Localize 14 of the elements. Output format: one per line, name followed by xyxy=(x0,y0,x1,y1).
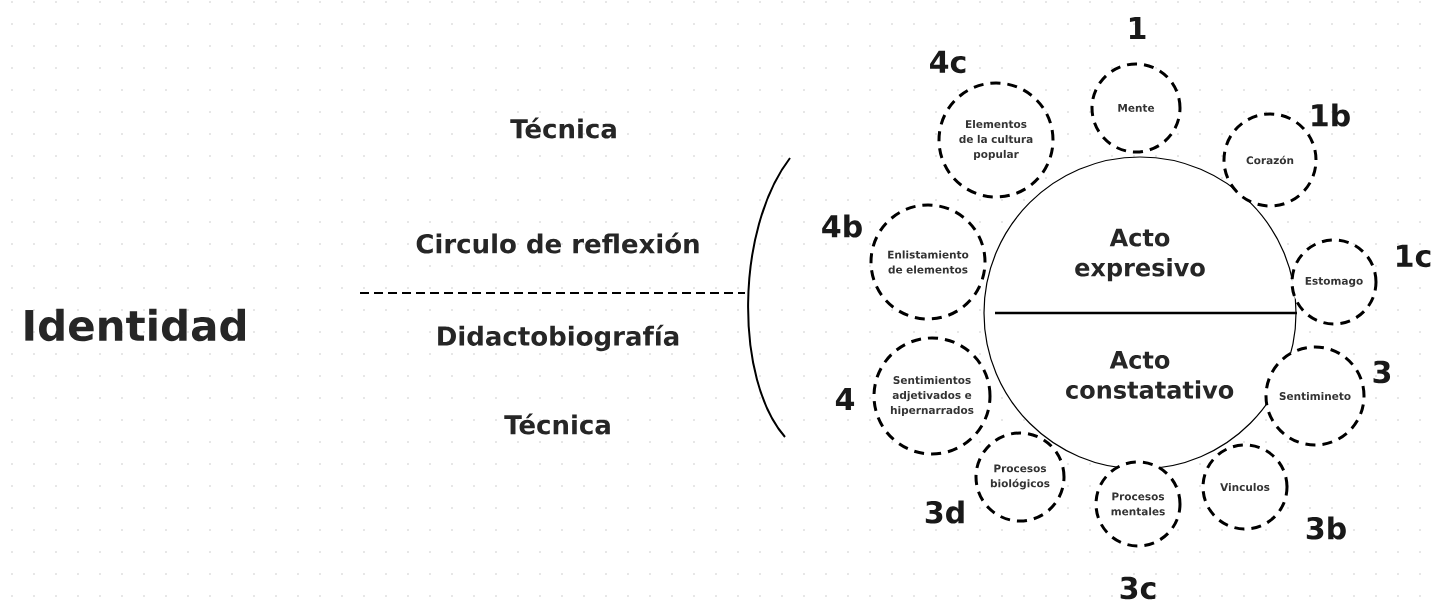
label-text: Circulo de reflexión xyxy=(416,232,699,254)
label-text: Identidad xyxy=(25,308,245,342)
callout-number: 4b xyxy=(822,214,862,238)
callout-number: 1 xyxy=(1129,17,1146,39)
callout-number: 3b xyxy=(1306,516,1346,540)
callout-number: 1c xyxy=(1397,244,1431,268)
callout-number: 4 xyxy=(835,388,855,410)
callout-number: 3c xyxy=(1120,576,1156,600)
callout-number: 3d xyxy=(925,500,964,524)
label-text: Técnica xyxy=(504,413,610,435)
callout-number: 3 xyxy=(1373,360,1391,384)
callout-number: 4c xyxy=(930,50,966,74)
label-text: Técnica xyxy=(510,117,616,139)
label-text: Didactobiografía xyxy=(438,324,679,352)
